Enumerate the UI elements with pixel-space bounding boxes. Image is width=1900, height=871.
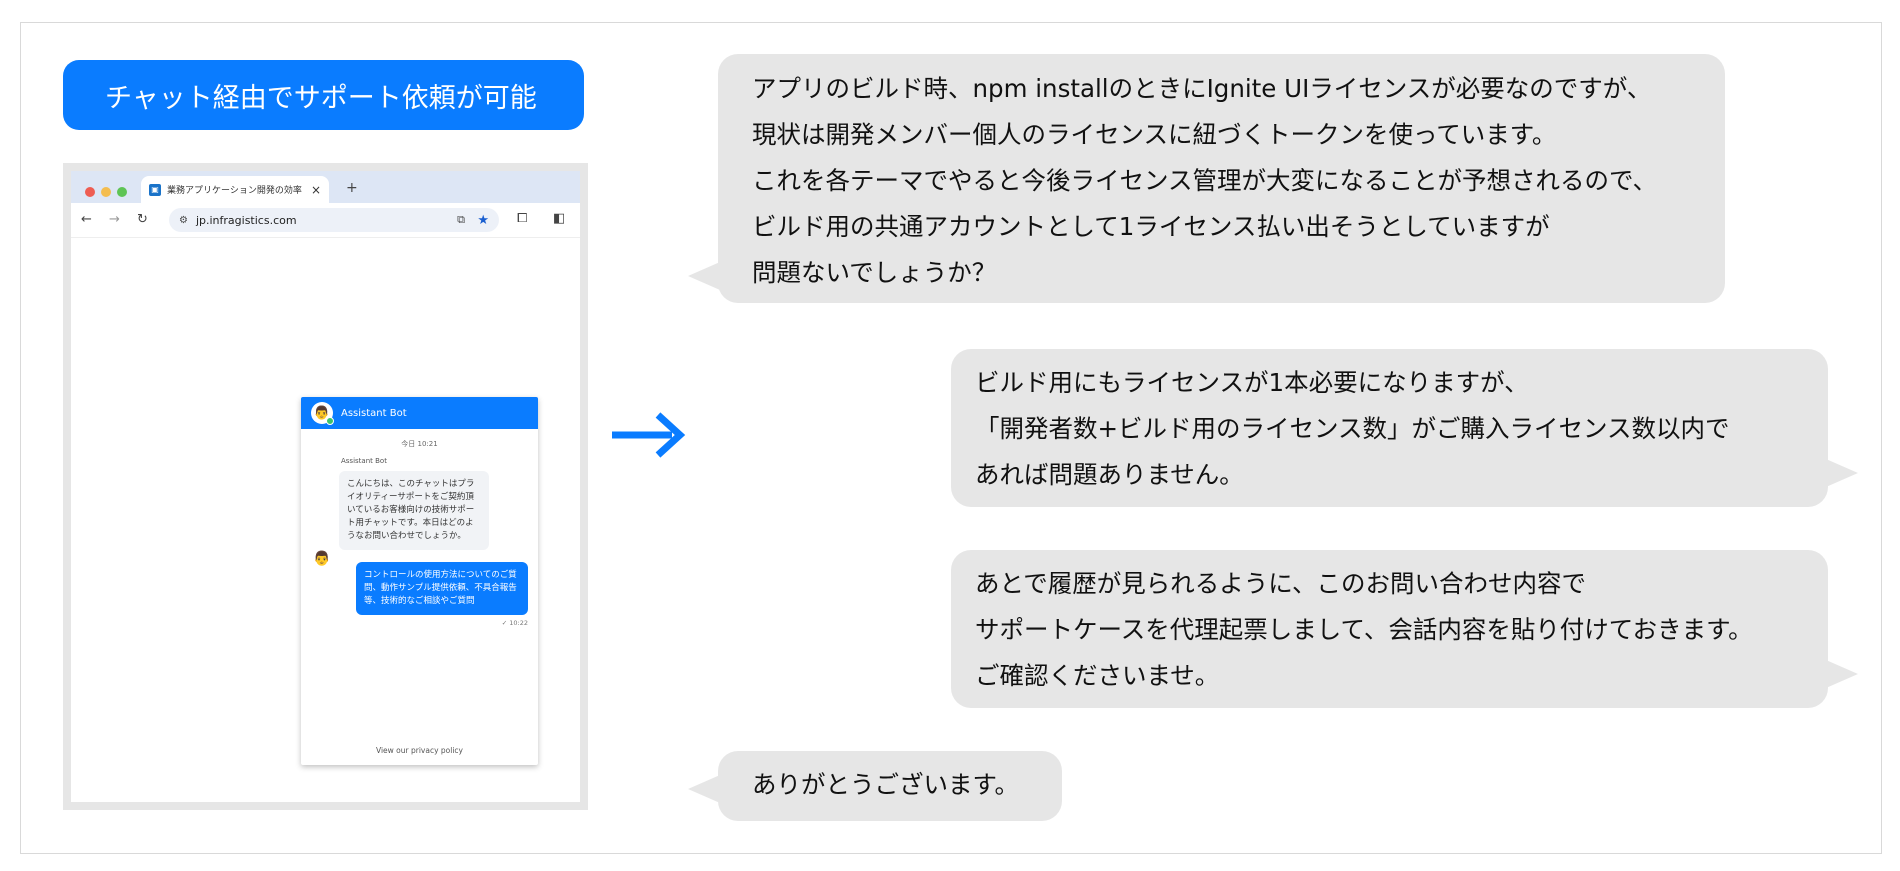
sender-label: Assistant Bot [341,457,387,465]
address-bar[interactable]: ⚙ jp.infragistics.com ⧉ ★ [169,208,499,232]
customer-question-bubble: アプリのビルド時、npm installのときにIgnite UIライセンスが必… [688,54,1725,303]
browser-toolbar: ← → ↻ ⚙ jp.infragistics.com ⧉ ★ ⧠ ◧ [71,203,580,238]
right-arrow-icon [612,412,686,458]
window-minimize-dot[interactable] [101,187,111,197]
browser-window: ▣ 業務アプリケーション開発の効率 × + ← → ↻ ⚙ jp.infragi… [71,171,580,802]
bubble-line: ありがとうございます。 [752,770,1020,799]
bubble-line: これを各テーマでやると今後ライセンス管理が大変になることが予想されるので、 [752,166,1658,195]
bot-small-avatar-icon: 👨 [313,551,331,567]
bubble-line: ビルド用の共通アカウントとして1ライセンス払い出そうとしていますが [752,212,1550,241]
install-app-icon[interactable]: ⧉ [457,213,465,226]
message-time: ✓ 10:22 [501,619,528,627]
bubble-line: あとで履歴が見られるように、このお問い合わせ内容で [975,569,1587,598]
bookmark-star-icon[interactable]: ★ [477,212,489,228]
bubble-line: 問題ないでしょうか？ [752,258,997,287]
window-maximize-dot[interactable] [117,187,127,197]
tab-bar: ▣ 業務アプリケーション開発の効率 × + [71,171,580,203]
chat-date: 今日 10:21 [401,440,438,448]
bot-name: Assistant Bot [341,407,407,419]
bubble-line: アプリのビルド時、npm installのときにIgnite UIライセンスが必… [752,74,1652,103]
chat-widget: 👨 Assistant Bot 今日 10:21 Assistant Bot 👨… [301,397,538,765]
side-panel-icon[interactable]: ◧ [553,211,566,226]
reload-icon[interactable]: ↻ [137,212,148,227]
bubble-line: 現状は開発メンバー個人のライセンスに紐づくトークンを使っています。 [752,120,1557,149]
headline-text: チャット経由でサポート依頼が可能 [105,82,537,114]
tab-title: 業務アプリケーション開発の効率 [167,186,302,196]
support-followup-bubble: あとで履歴が見られるように、このお問い合わせ内容で サポートケースを代理起票しま… [951,550,1858,708]
bubble-line: 「開発者数+ビルド用のライセンス数」がご購入ライセンス数以内で [975,414,1730,443]
bot-message-bubble: こんにちは、このチャットはプライオリティーサポートをご契約頂いているお客様向けの… [339,471,489,550]
slide-frame [20,22,1882,854]
support-answer-bubble: ビルド用にもライセンスが1本必要になりますが、 「開発者数+ビルド用のライセンス… [951,349,1858,507]
forward-icon[interactable]: → [109,212,120,227]
browser-tab[interactable]: ▣ 業務アプリケーション開発の効率 × [141,176,329,203]
site-settings-icon[interactable]: ⚙ [179,214,188,226]
new-tab-icon[interactable]: + [346,180,358,196]
headline-banner: チャット経由でサポート依頼が可能 [63,60,584,130]
bubble-line: あれば問題ありません。 [975,460,1244,489]
bot-message-row: 👨 こんにちは、このチャットはプライオリティーサポートをご契約頂いているお客様向… [301,471,538,567]
bubble-line: ビルド用にもライセンスが1本必要になりますが、 [975,368,1529,397]
online-status-icon [326,417,334,425]
browser-mockup: ▣ 業務アプリケーション開発の効率 × + ← → ↻ ⚙ jp.infragi… [63,163,588,810]
tab-close-icon[interactable]: × [310,182,321,197]
customer-thanks-bubble: ありがとうございます。 [688,751,1062,821]
favicon-icon: ▣ [149,183,161,196]
bot-avatar-icon: 👨 [311,402,334,425]
chat-header: 👨 Assistant Bot [301,397,538,429]
url-text: jp.infragistics.com [195,213,297,227]
bubble-line: ご確認くださいませ。 [975,661,1220,690]
back-icon[interactable]: ← [81,212,92,227]
extensions-icon[interactable]: ⧠ [517,211,528,226]
bubble-line: サポートケースを代理起票しまして、会話内容を貼り付けておきます。 [975,615,1753,644]
user-message-bubble: コントロールの使用方法についてのご質問、動作サンプル提供依頼、不具合報告等、技術… [356,562,528,615]
privacy-link[interactable]: View our privacy policy [376,746,463,755]
window-close-dot[interactable] [85,187,95,197]
